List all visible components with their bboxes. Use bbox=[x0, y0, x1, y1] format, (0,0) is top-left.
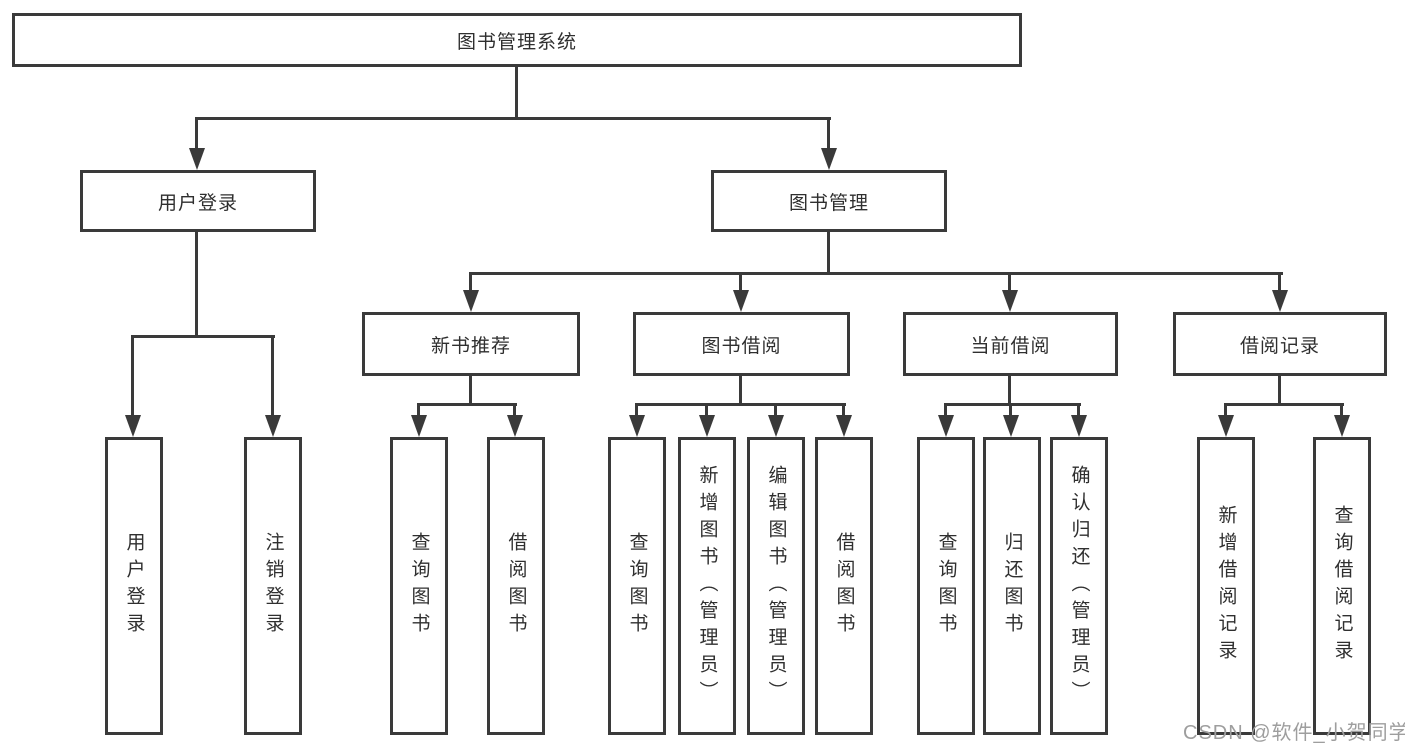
connector-stem bbox=[739, 376, 742, 403]
leaf-query-book-1-label: 查询图书 bbox=[408, 532, 430, 640]
leaf-add-book-admin: 新增图书（管理员） bbox=[678, 437, 736, 735]
arrow-down-icon bbox=[733, 290, 749, 312]
connector-arrow-stem bbox=[635, 403, 638, 415]
arrow-down-icon bbox=[1218, 415, 1234, 437]
connector-arrow-stem bbox=[842, 403, 845, 415]
csdn-watermark: CSDN @软件_小贺同学 bbox=[1183, 722, 1405, 744]
leaf-query-book-2-label: 查询图书 bbox=[626, 532, 648, 640]
leaf-query-borrow-record-label: 查询借阅记录 bbox=[1331, 505, 1353, 667]
leaf-confirm-return-admin: 确认归还（管理员） bbox=[1050, 437, 1108, 735]
connector-arrow-stem bbox=[195, 117, 198, 148]
leaf-query-book-3-label: 查询图书 bbox=[935, 532, 957, 640]
node-user-login: 用户登录 bbox=[80, 170, 316, 232]
leaf-return-book: 归还图书 bbox=[983, 437, 1041, 735]
connector-bus bbox=[1224, 403, 1344, 406]
leaf-user-login: 用户登录 bbox=[105, 437, 163, 735]
connector-arrow-stem bbox=[705, 403, 708, 415]
connector-arrow-stem bbox=[1278, 272, 1281, 290]
leaf-query-borrow-record: 查询借阅记录 bbox=[1313, 437, 1371, 735]
connector-arrow-stem bbox=[739, 272, 742, 290]
arrow-down-icon bbox=[411, 415, 427, 437]
connector-arrow-stem bbox=[271, 335, 274, 415]
connector-arrow-stem bbox=[827, 117, 830, 148]
connector-bus bbox=[417, 403, 517, 406]
connector-arrow-stem bbox=[513, 403, 516, 415]
connector-mgmt-stem bbox=[827, 232, 830, 272]
leaf-add-borrow-record-label: 新增借阅记录 bbox=[1215, 505, 1237, 667]
leaf-return-book-label: 归还图书 bbox=[1001, 532, 1023, 640]
leaf-confirm-return-admin-label: 确认归还（管理员） bbox=[1068, 464, 1090, 708]
node-current-borrow: 当前借阅 bbox=[903, 312, 1118, 376]
connector-login-bus bbox=[131, 335, 275, 338]
arrow-down-icon bbox=[463, 290, 479, 312]
connector-arrow-stem bbox=[1224, 403, 1227, 415]
node-root: 图书管理系统 bbox=[12, 13, 1022, 67]
connector-mgmt-bus bbox=[469, 272, 1283, 275]
arrow-down-icon bbox=[125, 415, 141, 437]
arrow-down-icon bbox=[1071, 415, 1087, 437]
arrow-down-icon bbox=[1003, 415, 1019, 437]
connector-arrow-stem bbox=[469, 272, 472, 290]
connector-arrow-stem bbox=[417, 403, 420, 415]
arrow-down-icon bbox=[821, 148, 837, 170]
connector-arrow-stem bbox=[944, 403, 947, 415]
connector-arrow-stem bbox=[1009, 403, 1012, 415]
leaf-edit-book-admin-label: 编辑图书（管理员） bbox=[765, 464, 787, 708]
connector-arrow-stem bbox=[774, 403, 777, 415]
connector-arrow-stem bbox=[1340, 403, 1343, 415]
arrow-down-icon bbox=[1002, 290, 1018, 312]
leaf-user-login-label: 用户登录 bbox=[123, 532, 145, 640]
leaf-borrow-book-1-label: 借阅图书 bbox=[505, 532, 527, 640]
leaf-edit-book-admin: 编辑图书（管理员） bbox=[747, 437, 805, 735]
node-book-management-label: 图书管理 bbox=[788, 192, 869, 214]
node-new-book-recommend-label: 新书推荐 bbox=[430, 335, 511, 357]
leaf-borrow-book-2-label: 借阅图书 bbox=[833, 532, 855, 640]
node-current-borrow-label: 当前借阅 bbox=[970, 335, 1051, 357]
node-new-book-recommend: 新书推荐 bbox=[362, 312, 580, 376]
connector-arrow-stem bbox=[1077, 403, 1080, 415]
connector-stem bbox=[469, 376, 472, 403]
connector-root-stem bbox=[515, 67, 518, 117]
arrow-down-icon bbox=[265, 415, 281, 437]
leaf-add-book-admin-label: 新增图书（管理员） bbox=[696, 464, 718, 708]
leaf-logout-label: 注销登录 bbox=[262, 532, 284, 640]
arrow-down-icon bbox=[768, 415, 784, 437]
leaf-query-book-1: 查询图书 bbox=[390, 437, 448, 735]
arrow-down-icon bbox=[938, 415, 954, 437]
leaf-query-book-3: 查询图书 bbox=[917, 437, 975, 735]
leaf-add-borrow-record: 新增借阅记录 bbox=[1197, 437, 1255, 735]
leaf-borrow-book-1: 借阅图书 bbox=[487, 437, 545, 735]
arrow-down-icon bbox=[836, 415, 852, 437]
connector-root-bus bbox=[195, 117, 831, 120]
connector-bus bbox=[944, 403, 1081, 406]
node-book-borrow: 图书借阅 bbox=[633, 312, 850, 376]
node-borrow-record: 借阅记录 bbox=[1173, 312, 1387, 376]
arrow-down-icon bbox=[1272, 290, 1288, 312]
leaf-query-book-2: 查询图书 bbox=[608, 437, 666, 735]
arrow-down-icon bbox=[699, 415, 715, 437]
node-user-login-label: 用户登录 bbox=[157, 192, 238, 214]
arrow-down-icon bbox=[629, 415, 645, 437]
leaf-borrow-book-2: 借阅图书 bbox=[815, 437, 873, 735]
node-root-label: 图书管理系统 bbox=[456, 31, 577, 53]
connector-stem bbox=[1008, 376, 1011, 403]
node-book-management: 图书管理 bbox=[711, 170, 947, 232]
arrow-down-icon bbox=[507, 415, 523, 437]
node-borrow-record-label: 借阅记录 bbox=[1239, 335, 1320, 357]
arrow-down-icon bbox=[1334, 415, 1350, 437]
arrow-down-icon bbox=[189, 148, 205, 170]
connector-arrow-stem bbox=[131, 335, 134, 415]
leaf-logout: 注销登录 bbox=[244, 437, 302, 735]
connector-bus bbox=[635, 403, 846, 406]
connector-login-stem bbox=[195, 232, 198, 335]
connector-arrow-stem bbox=[1008, 272, 1011, 290]
connector-stem bbox=[1278, 376, 1281, 403]
node-book-borrow-label: 图书借阅 bbox=[701, 335, 782, 357]
